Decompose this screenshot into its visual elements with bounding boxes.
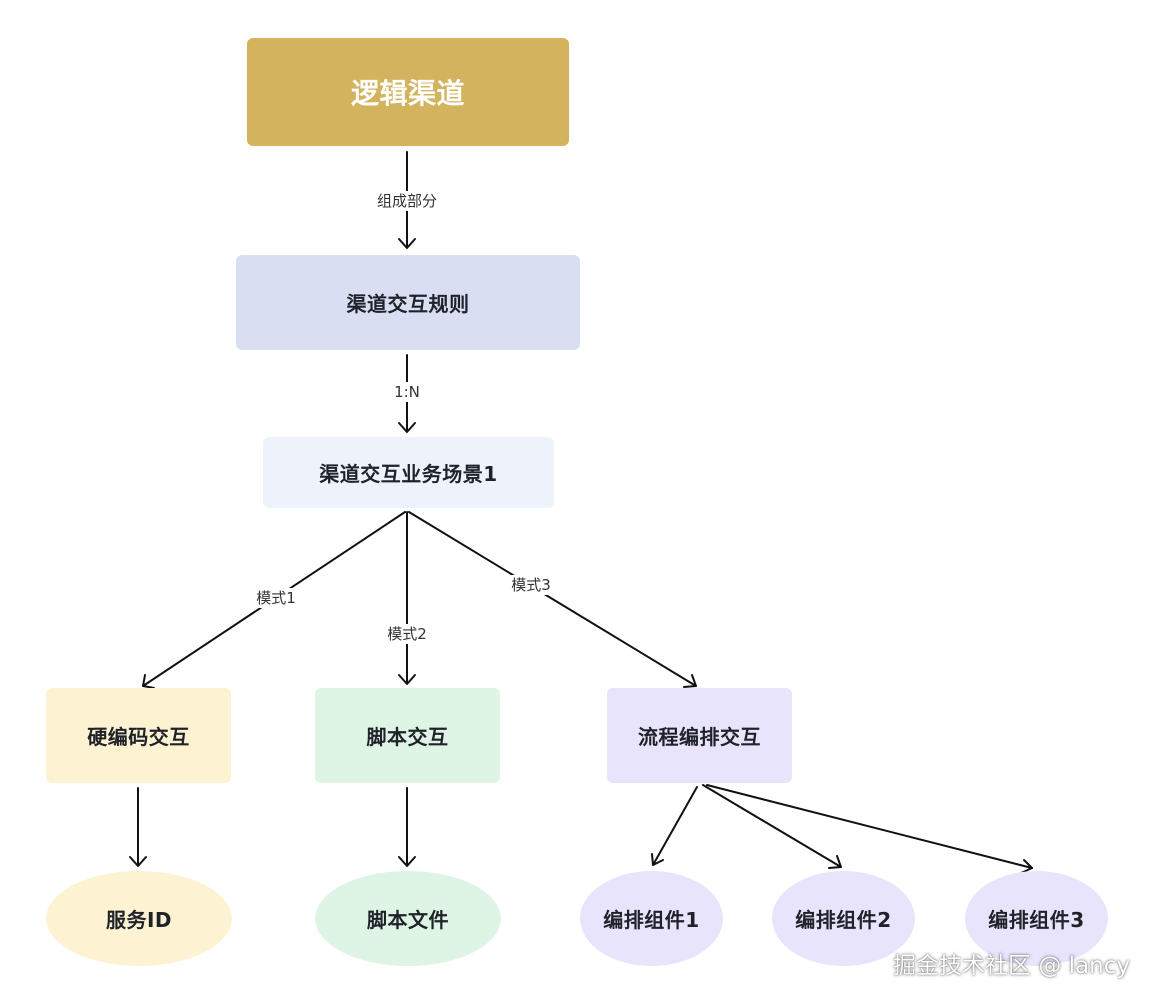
node-hardcode-interaction: 硬编码交互 [46, 688, 231, 783]
arrowhead [828, 855, 842, 869]
edge-mode-3 [408, 511, 697, 687]
edge-label-mode-3: 模式3 [508, 575, 554, 595]
edge-label-mode-2: 模式2 [384, 624, 430, 644]
node-script-file: 脚本文件 [315, 871, 501, 966]
edge-label-one-to-many: 1:N [391, 382, 423, 402]
arrowhead [398, 674, 416, 685]
arrowhead [129, 856, 147, 867]
edge-flow-to-comp-2 [702, 784, 842, 868]
arrowhead [398, 856, 416, 867]
arrowhead [683, 674, 697, 688]
watermark: 掘金技术社区 @ lancy [893, 953, 1130, 979]
node-flow-orchestration-interaction: 流程编排交互 [607, 688, 792, 783]
edge-label-composition: 组成部分 [373, 191, 441, 211]
node-orchestration-component-1: 编排组件1 [580, 871, 723, 966]
node-logical-channel: 逻辑渠道 [247, 38, 569, 146]
arrowhead [142, 674, 155, 689]
edge-label-mode-1: 模式1 [253, 588, 299, 608]
node-business-scene-1: 渠道交互业务场景1 [263, 437, 554, 508]
node-script-interaction: 脚本交互 [315, 688, 500, 783]
node-service-id: 服务ID [46, 871, 232, 966]
edge-flow-to-comp-1 [652, 786, 698, 866]
arrowhead [651, 853, 664, 866]
node-channel-interaction-rules: 渠道交互规则 [236, 255, 580, 350]
node-orchestration-component-2: 编排组件2 [772, 871, 915, 966]
edge-flow-to-comp-3 [706, 784, 1033, 869]
arrowhead [398, 422, 416, 433]
node-orchestration-component-3: 编排组件3 [965, 871, 1108, 966]
arrowhead [398, 238, 416, 249]
